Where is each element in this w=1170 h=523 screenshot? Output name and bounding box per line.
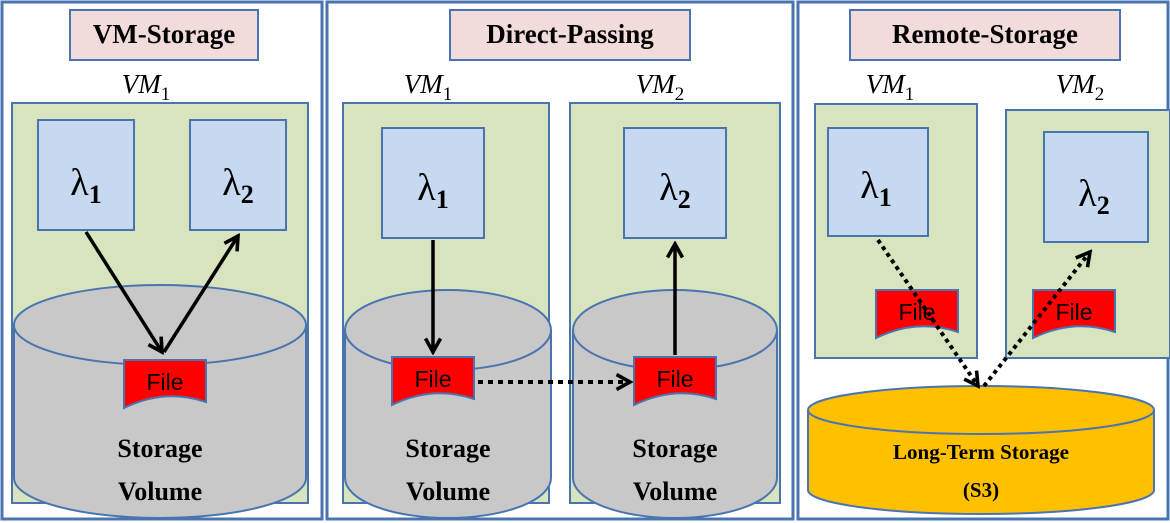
file-label: File <box>414 366 451 392</box>
lambda-box <box>1043 131 1149 243</box>
file-label: File <box>656 366 693 392</box>
long-term-storage-label: Long-Term Storage <box>893 440 1069 464</box>
vm-label: VM1 <box>866 69 914 105</box>
file-label: File <box>898 299 935 325</box>
panel-direct-passing: Direct-Passing VM1 VM2 λ1 λ2 Storage Vol… <box>325 0 795 521</box>
long-term-storage-cylinder <box>807 385 1155 515</box>
lambda-label: λ1 <box>70 162 101 209</box>
lambda-label: λ2 <box>659 167 690 214</box>
vm-label: VM1 <box>122 69 170 105</box>
storage-volume-label: Storage <box>405 434 490 463</box>
file-icon: File <box>633 356 717 407</box>
panel-title-box <box>449 9 691 61</box>
storage-volume-cylinder <box>13 284 307 519</box>
lambda-box <box>189 119 287 231</box>
lambda-box <box>827 127 929 237</box>
lambda-box <box>623 127 727 239</box>
panel-title: VM-Storage <box>93 19 235 49</box>
vm-label: VM2 <box>636 69 684 105</box>
storage-volume-label: Storage <box>632 434 717 463</box>
panel-title: Direct-Passing <box>486 19 654 49</box>
arrow-file-to-lambda2 <box>162 236 238 353</box>
storage-volume-label: Volume <box>633 477 717 506</box>
lambda-box <box>381 127 485 239</box>
long-term-storage-label: (S3) <box>963 478 999 502</box>
panel-title-box <box>69 9 259 61</box>
panel-remote-storage: Remote-Storage VM1 VM2 λ1 λ2 File File L… <box>796 0 1170 521</box>
file-label: File <box>146 369 183 395</box>
panel-vm-storage: VM-Storage VM1 λ1 λ2 Storage Volume File <box>0 0 324 521</box>
file-label: File <box>1055 299 1092 325</box>
lambda-label: λ2 <box>222 162 253 209</box>
panel-title: Remote-Storage <box>892 19 1078 49</box>
file-icon: File <box>391 356 475 407</box>
storage-volume-label: Storage <box>117 434 202 463</box>
panel-title-box <box>849 9 1121 61</box>
file-icon: File <box>1032 289 1116 340</box>
lambda-label: λ1 <box>860 165 891 212</box>
storage-volume-label: Volume <box>118 477 202 506</box>
lambda-label: λ2 <box>1078 173 1109 220</box>
arrow-lambda1-to-file <box>84 231 162 352</box>
lambda-label: λ1 <box>417 167 448 214</box>
file-icon: File <box>123 359 207 410</box>
vm-label: VM2 <box>1056 69 1104 105</box>
vm-label: VM1 <box>404 69 452 105</box>
lambda-box <box>37 119 135 231</box>
storage-volume-label: Volume <box>406 477 490 506</box>
arrow-lambda1-to-s3-dotted <box>876 238 978 386</box>
